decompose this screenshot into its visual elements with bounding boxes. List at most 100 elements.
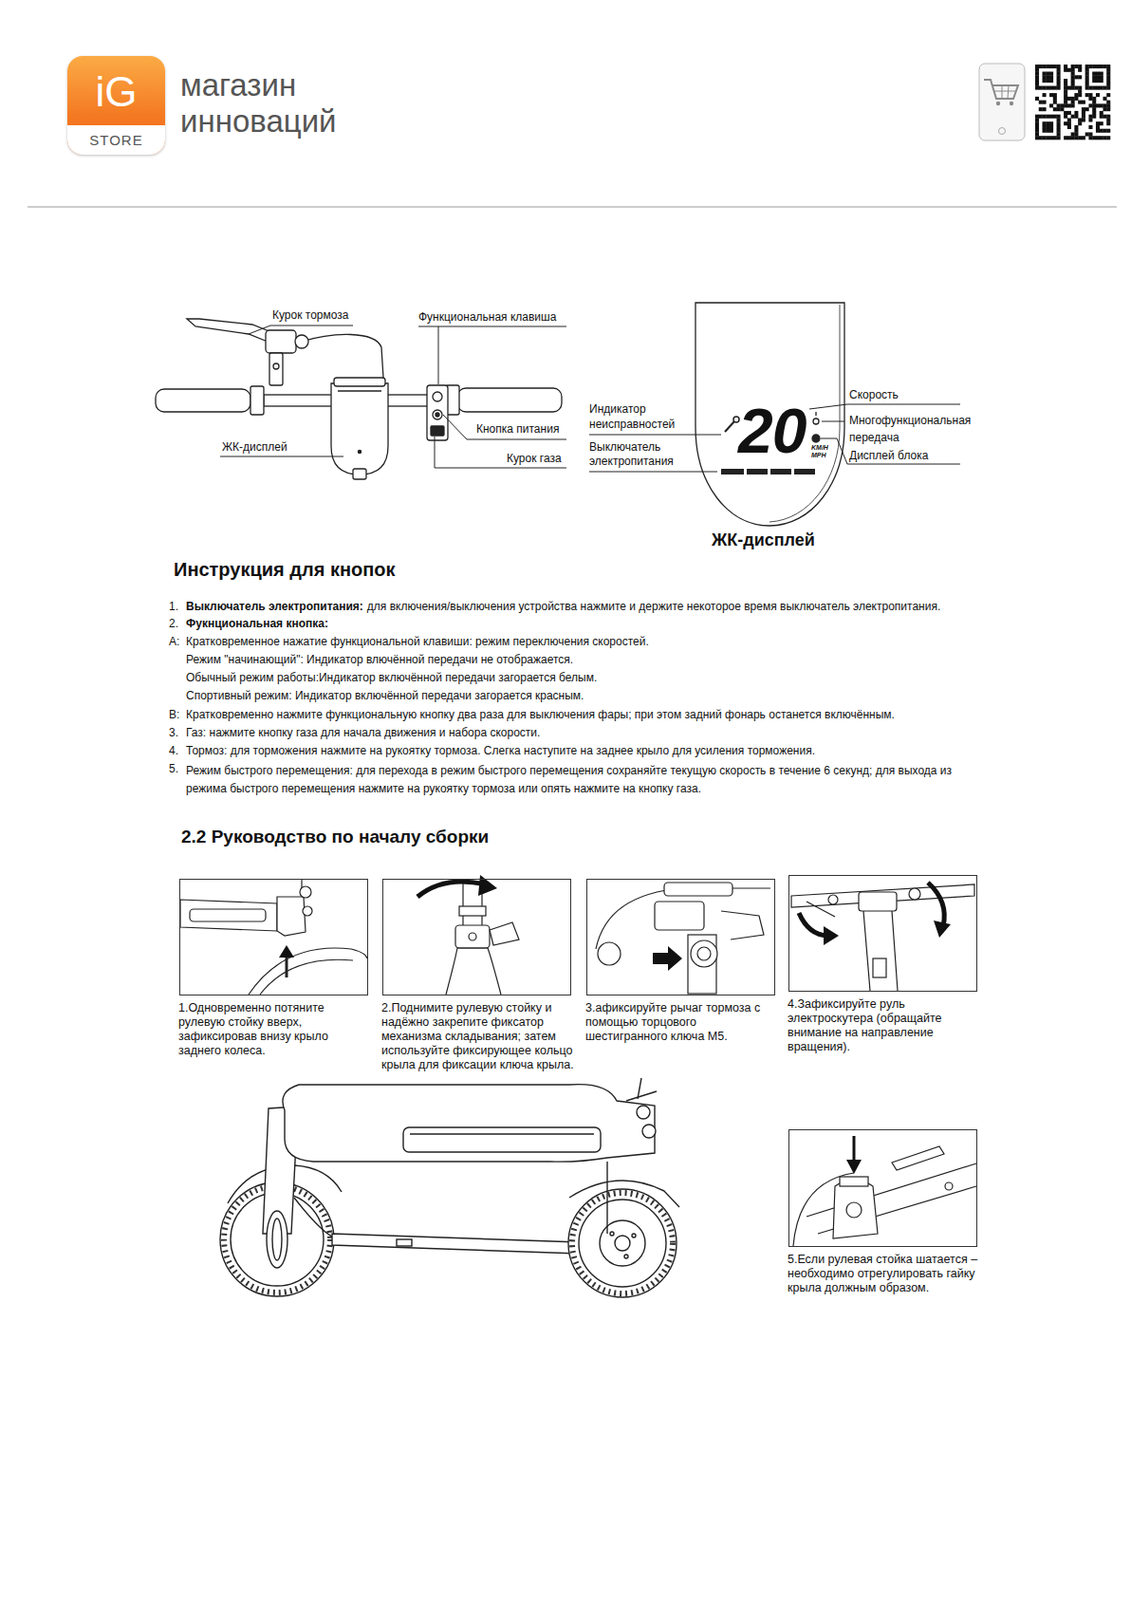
step-caption: 2.Поднимите рулевую стойку и надёжно зак… — [381, 1001, 576, 1073]
qr-code — [1063, 100, 1068, 105]
qr-code — [1045, 86, 1050, 91]
list-number: 3. — [168, 725, 179, 741]
step-illustration — [872, 958, 887, 978]
qr-code — [1092, 74, 1096, 79]
qr-code — [1042, 64, 1047, 69]
scooter-drawing — [624, 1254, 629, 1259]
step-illustration — [455, 925, 490, 948]
qr-code — [1102, 103, 1107, 108]
scooter-drawing — [294, 1197, 334, 1238]
qr-code — [1056, 64, 1061, 69]
part-label: Курок газа — [506, 451, 562, 465]
list-text: Тормоз: для торможения нажмите на рукоят… — [185, 743, 816, 759]
lcd-display-drawing — [695, 302, 845, 526]
scooter-drawing — [396, 1239, 412, 1246]
qr-code — [1106, 78, 1111, 83]
qr-code — [1095, 129, 1100, 133]
qr-code — [1092, 111, 1096, 115]
qr-code — [1038, 107, 1043, 112]
qr-code — [1049, 121, 1054, 126]
qr-code — [1063, 92, 1068, 97]
scooter-drawing — [282, 1084, 655, 1163]
qr-code — [1053, 86, 1057, 91]
leader-lines — [418, 326, 567, 328]
step-illustration — [654, 901, 705, 930]
scooter-drawing — [599, 1220, 646, 1266]
handlebar-drawing — [155, 389, 251, 412]
qr-code — [1085, 92, 1090, 97]
qr-code — [1077, 135, 1082, 140]
qr-code — [1081, 100, 1086, 105]
qr-code — [1095, 86, 1100, 91]
qr-code — [1102, 107, 1107, 112]
step-illustration — [793, 1135, 977, 1246]
part-label: Дисплей блока — [849, 448, 928, 463]
qr-code — [1092, 64, 1096, 69]
step-illustration — [459, 906, 486, 916]
qr-code — [1085, 86, 1090, 91]
qr-code — [1099, 129, 1104, 133]
qr-code — [1074, 135, 1078, 140]
qr-code — [1053, 100, 1057, 105]
step-illustration — [823, 926, 839, 946]
qr-code — [1067, 103, 1072, 108]
qr-code — [1056, 131, 1061, 136]
step-illustration — [277, 896, 306, 936]
unit-label: MPH — [811, 451, 827, 460]
qr-code — [1077, 117, 1082, 122]
leader-lines — [220, 325, 961, 472]
qr-code — [1074, 86, 1078, 91]
qr-code — [1099, 74, 1104, 79]
logo-word: STORE — [67, 125, 166, 155]
leader-lines — [589, 471, 718, 473]
qr-code — [1071, 78, 1076, 83]
qr-code — [1056, 72, 1061, 76]
step-illustration — [468, 932, 477, 941]
handlebar-drawing — [295, 334, 309, 349]
list-number: 2. — [168, 616, 179, 631]
store-name: инноваций — [180, 104, 337, 139]
step-caption: 3.афиксируйте рычаг тормоза с помощью то… — [585, 1001, 780, 1044]
qr-code — [1095, 125, 1100, 130]
qr-code — [1056, 68, 1061, 73]
qr-code — [1085, 64, 1090, 69]
qr-code — [1106, 64, 1111, 69]
step-figure: 5.Если рулевая стойка шатается – необход… — [788, 1129, 978, 1247]
qr-code — [1038, 135, 1043, 140]
cart-icon — [994, 85, 1017, 99]
qr-code — [1085, 72, 1090, 76]
step-illustration — [417, 874, 520, 995]
qr-code — [1106, 117, 1111, 122]
handlebar-drawing — [333, 377, 386, 387]
qr-code — [1088, 125, 1093, 130]
qr-code — [1106, 103, 1111, 108]
list-number: 5. — [168, 761, 179, 777]
qr-code — [1045, 135, 1050, 140]
qr-code — [1035, 121, 1039, 126]
step-illustration — [828, 894, 838, 905]
lcd-display-drawing — [813, 418, 819, 425]
cart-icon — [979, 63, 1025, 141]
step-figure: 1.Одновременно потяните рулевую стойку в… — [179, 878, 369, 996]
qr-code — [1053, 114, 1057, 119]
step-illustration — [846, 1159, 862, 1174]
leader-lines — [443, 414, 567, 440]
logo-badge: iGSTORE — [67, 55, 166, 155]
step-illustration — [863, 910, 898, 991]
qr-code — [1042, 72, 1047, 76]
qr-code — [1049, 114, 1054, 119]
step-illustration — [687, 934, 717, 994]
qr-code — [1071, 100, 1076, 105]
qr-code — [1042, 100, 1047, 105]
qr-code — [1106, 100, 1111, 105]
qr-code — [1063, 135, 1068, 140]
handlebar-drawing — [331, 383, 389, 475]
qr-code — [1045, 114, 1050, 119]
qr-code — [1092, 100, 1096, 105]
qr-code — [1074, 96, 1078, 101]
qr-code — [1092, 103, 1096, 108]
qr-code — [1099, 114, 1104, 119]
step-illustration — [839, 1176, 869, 1187]
qr-code — [1035, 135, 1039, 140]
qr-code — [1102, 129, 1107, 133]
